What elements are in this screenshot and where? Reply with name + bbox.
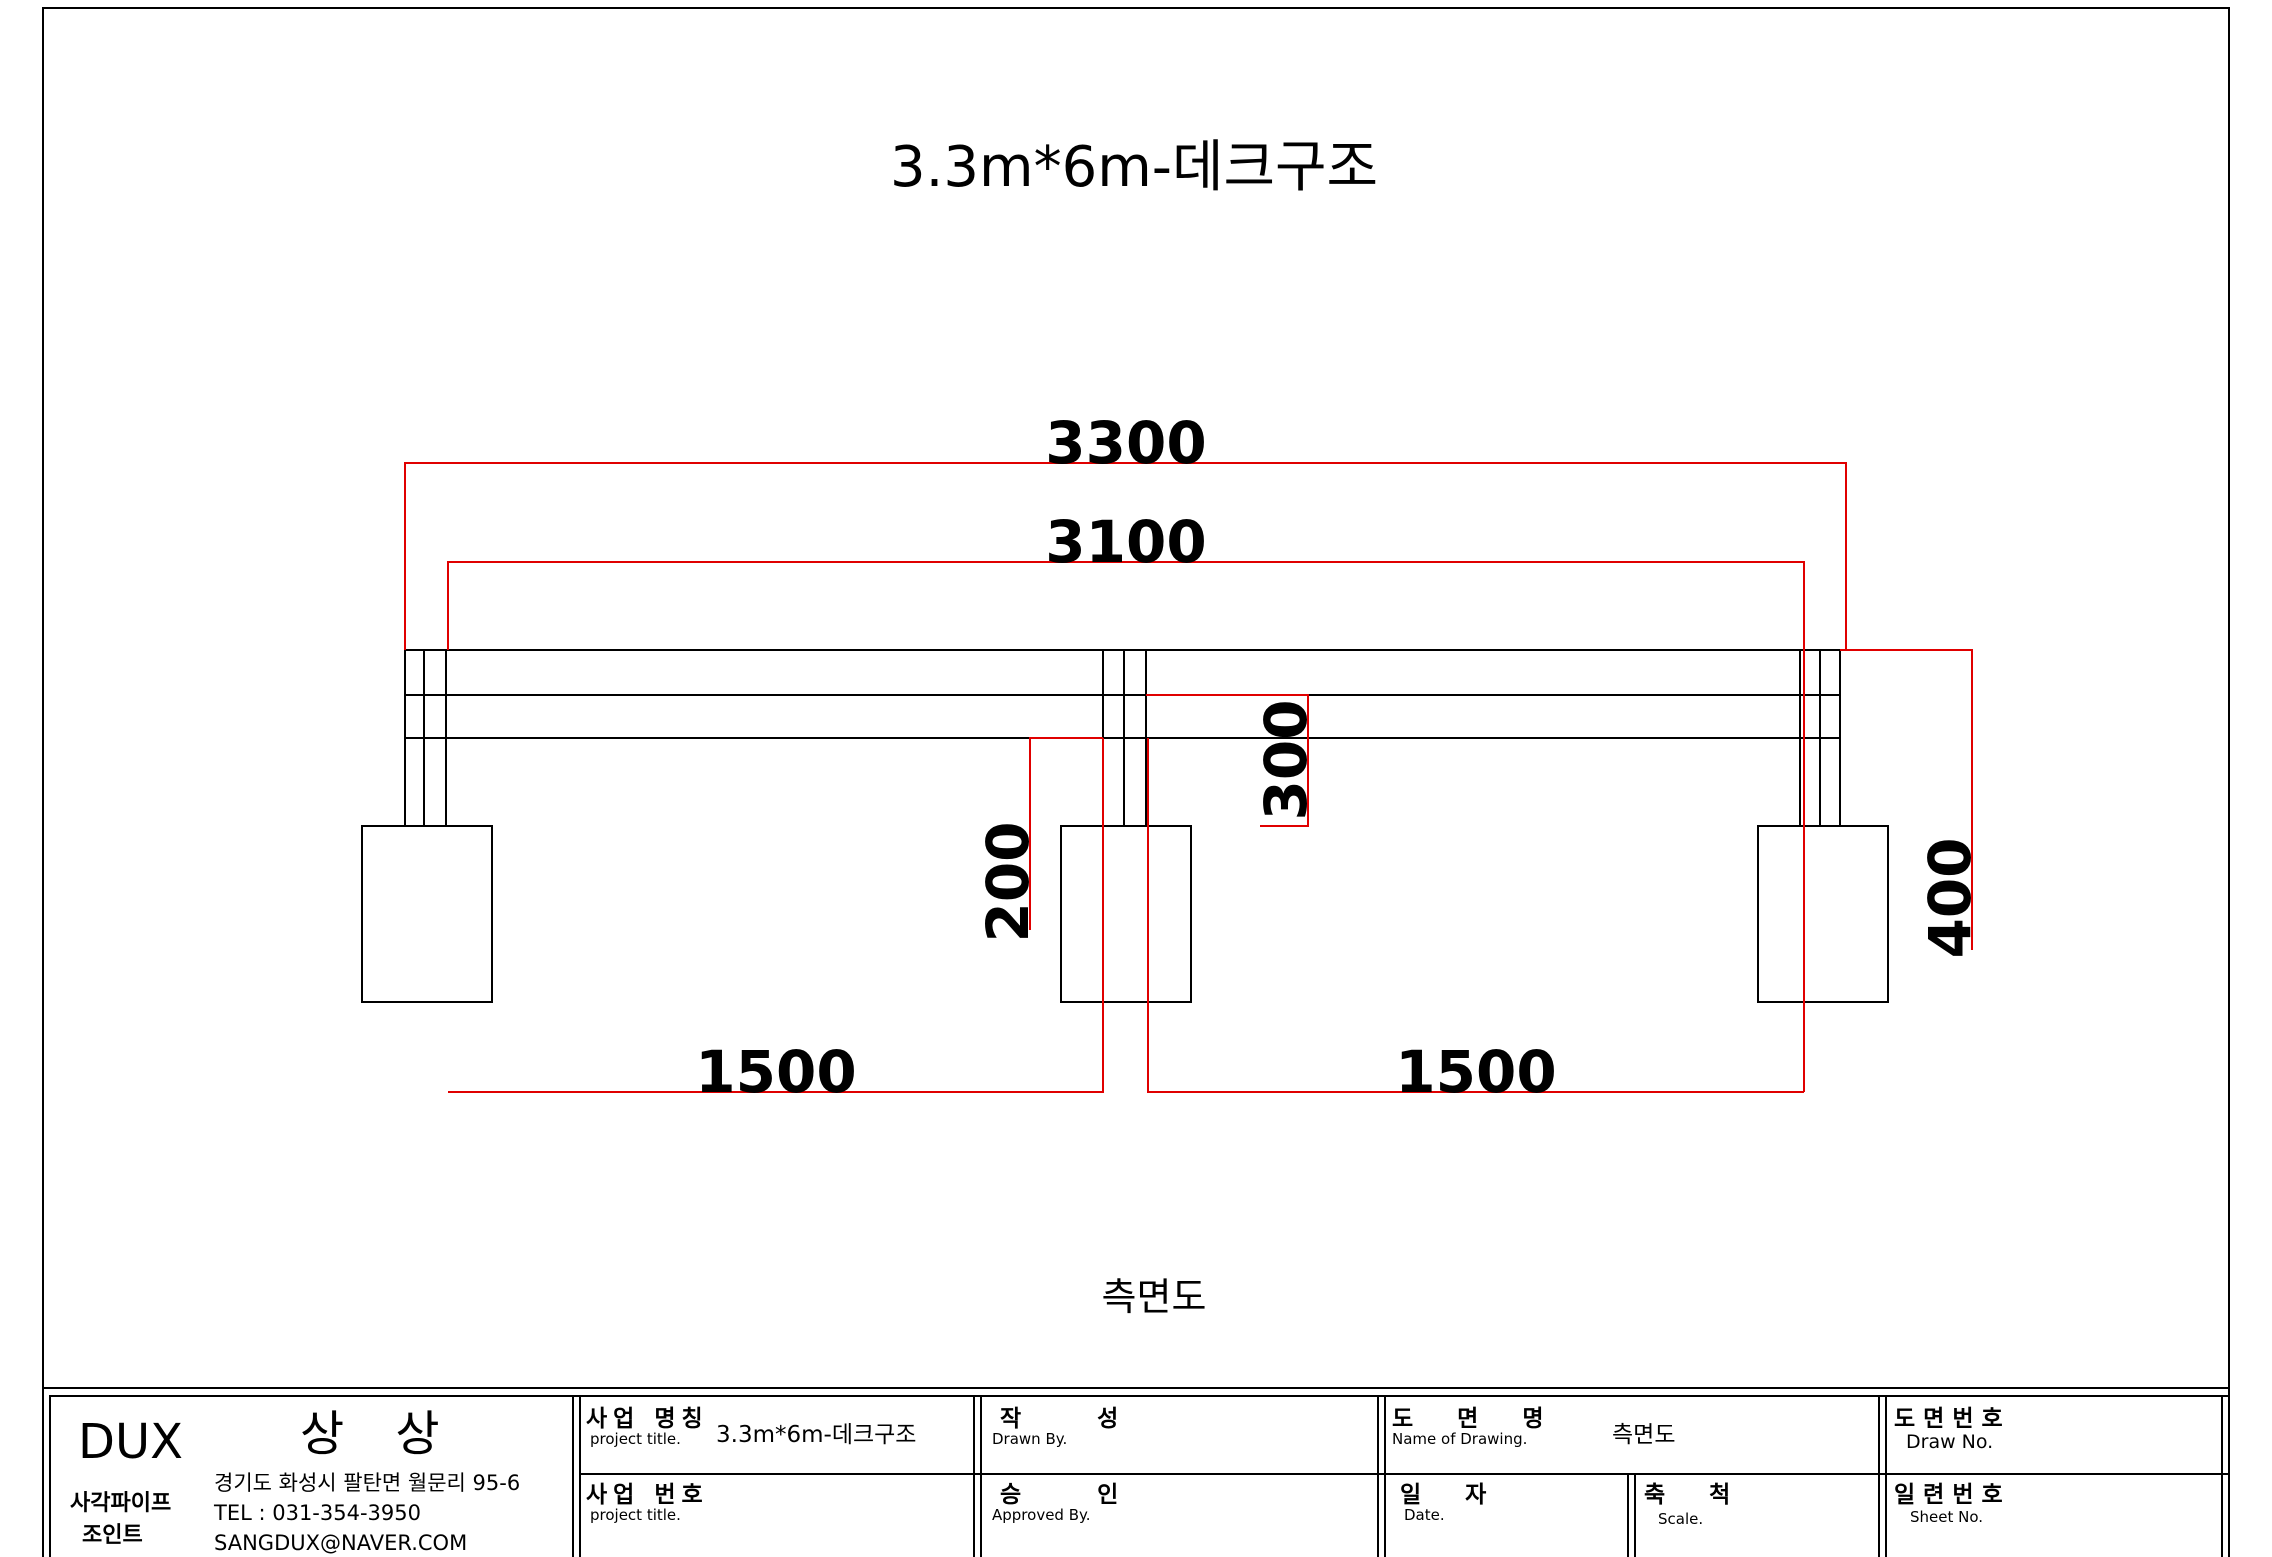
dim-label-400: 400 — [1916, 837, 1984, 958]
scale-label: 축 척 — [1644, 1482, 1748, 1508]
drawing-name-label: 도 면 명 — [1392, 1406, 1562, 1432]
company-email: SANGDUX@NAVER.COM — [214, 1531, 467, 1555]
project-no-sub: project title. — [590, 1506, 681, 1524]
project-name-value: 3.3m*6m-데크구조 — [716, 1422, 916, 1448]
dimension-lines — [404, 462, 1973, 1093]
company-logo: DUX — [78, 1414, 183, 1470]
drawing-no-label: 도면번호 — [1894, 1406, 2011, 1432]
drawing-title: 3.3m*6m-데크구조 — [890, 135, 1378, 200]
view-caption: 측면도 — [1102, 1275, 1207, 1319]
project-no-label: 사업 번호 — [586, 1482, 709, 1508]
drawing-name-sub: Name of Drawing. — [1392, 1430, 1527, 1448]
project-name-label: 사업 명칭 — [586, 1406, 709, 1432]
sheet-no-label: 일련번호 — [1894, 1482, 2011, 1508]
drawn-by-label: 작 성 — [1000, 1406, 1152, 1432]
center-footing — [1060, 825, 1192, 1003]
left-footing — [361, 825, 493, 1003]
sheet-border — [42, 7, 2230, 1557]
date-label: 일 자 — [1400, 1482, 1504, 1508]
dim-line-3300 — [404, 462, 1847, 650]
deck-structure — [361, 649, 1889, 1003]
company-line2: 조인트 — [82, 1523, 143, 1548]
dim-line-300 — [1146, 694, 1309, 827]
dim-line-3100 — [447, 561, 1805, 1092]
dim-line-1500-left — [448, 738, 1104, 1093]
company-address: 경기도 화성시 팔탄면 월문리 95-6 — [214, 1471, 520, 1495]
dim-label-1500-left: 1500 — [695, 1038, 856, 1106]
scale-sub: Scale. — [1658, 1510, 1703, 1528]
drawing-name-value: 측면도 — [1612, 1422, 1675, 1448]
company-tel: TEL : 031-354-3950 — [213, 1501, 421, 1525]
company-line1: 사각파이프 — [70, 1491, 171, 1516]
right-footing — [1757, 825, 1889, 1003]
dim-label-3300: 3300 — [1045, 409, 1206, 477]
dim-label-300: 300 — [1252, 699, 1320, 820]
dim-label-3100: 3100 — [1045, 508, 1206, 576]
dim-line-400 — [1840, 649, 1973, 950]
approved-by-label: 승 인 — [1000, 1482, 1152, 1508]
approved-by-sub: Approved By. — [992, 1506, 1091, 1524]
dim-label-200: 200 — [974, 821, 1042, 942]
drawn-by-sub: Drawn By. — [992, 1430, 1067, 1448]
title-block: DUX 상 상 사각파이프 조인트 경기도 화성시 팔탄면 월문리 95-6 T… — [43, 1387, 2230, 1557]
dim-label-1500-right: 1500 — [1395, 1038, 1556, 1106]
drawing-no-sub: Draw No. — [1906, 1431, 1993, 1453]
project-name-sub: project title. — [590, 1430, 681, 1448]
dim-line-200 — [1029, 737, 1103, 930]
dim-line-1500-right — [1147, 738, 1804, 1093]
date-sub: Date. — [1404, 1506, 1445, 1524]
dimension-labels: 3300 3100 1500 1500 200 300 400 — [695, 409, 1984, 1106]
sheet-no-sub: Sheet No. — [1910, 1508, 1983, 1526]
company-name: 상 상 — [300, 1406, 458, 1462]
